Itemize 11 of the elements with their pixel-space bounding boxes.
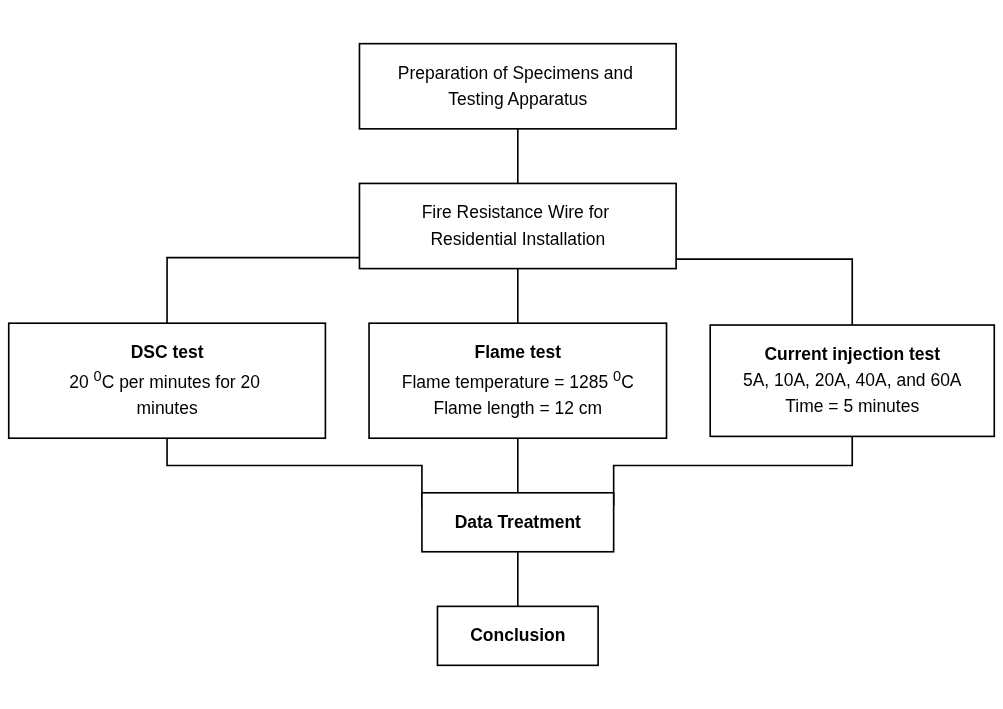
node-box: Preparation of Specimens and Testing Apparatus <box>358 42 677 130</box>
node-box: Flame test Flame temperature = 1285 $^{0}$C Flame length = 12 cm <box>368 322 668 440</box>
node-box: Fire Resistance Wire for Residential Installation <box>358 182 677 270</box>
connector <box>516 550 519 608</box>
connector <box>516 437 519 494</box>
node-box: Current injection test 5A, 10A, 20A, 40A, and 60A Time = 5 minutes <box>709 324 996 438</box>
connector <box>516 267 519 324</box>
connector <box>516 128 519 185</box>
node-box: DSC test 20 $^{0}$C per minutes for 20 minutes <box>7 322 327 440</box>
node-box: Conclusion <box>436 605 599 667</box>
node-box: Data Treatment <box>421 492 615 553</box>
